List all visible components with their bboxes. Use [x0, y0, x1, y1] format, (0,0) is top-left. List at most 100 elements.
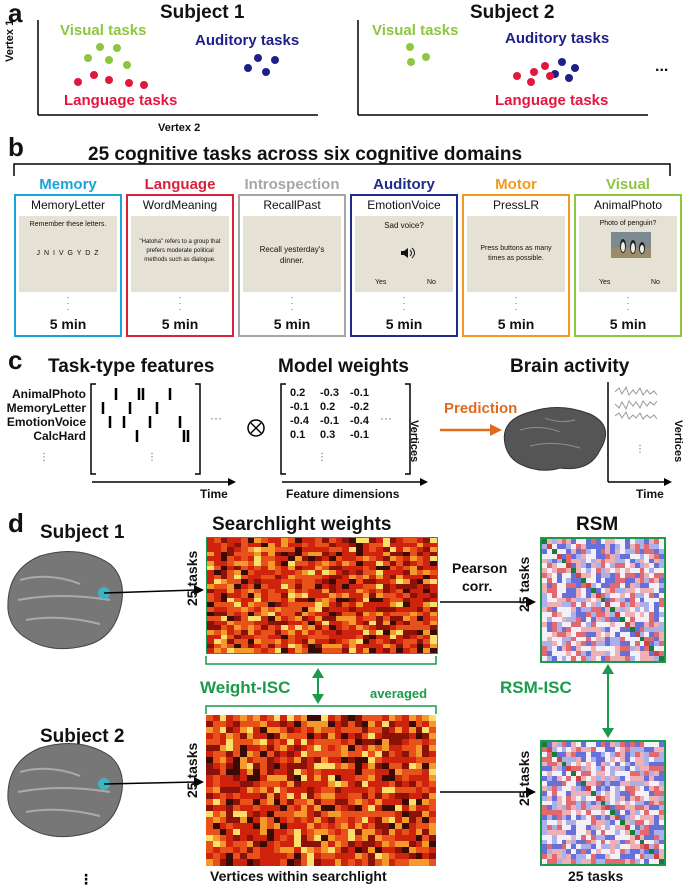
auditory-tasks-label-s1: Auditory tasks [195, 32, 300, 49]
tasks-label-rsm-top: 25 tasks [516, 556, 532, 612]
domain-visual: Visual [606, 176, 650, 193]
vertex2-axis-label: Vertex 2 [158, 122, 201, 134]
task-name: EmotionVoice [367, 198, 441, 212]
auditory-dots-s2 [551, 58, 579, 82]
ellipsis-subjects: ... [655, 58, 669, 75]
task-card-emotionvoice: EmotionVoice Sad voice? Yes No ··· 5 min [350, 194, 458, 337]
weights-title: Model weights [278, 356, 409, 377]
no-option: No [651, 279, 660, 286]
tasks-label-rsm-bottom: 25 tasks [516, 750, 532, 806]
language-dots-s2 [513, 62, 554, 86]
brain-subject2 [7, 743, 123, 838]
speaker-icon [401, 247, 415, 259]
searchlight-weights-heatmap-subject2 [206, 715, 437, 866]
task-screen: Recall yesterday's dinner. [243, 216, 341, 292]
scatter-axes-subject1 [37, 20, 648, 116]
auditory-tasks-label-s2: Auditory tasks [505, 30, 610, 47]
task-duration: 5 min [49, 316, 87, 332]
yes-option: Yes [599, 279, 611, 286]
yes-option: Yes [375, 279, 387, 286]
task-instruction: "Hatoha" refers to a group that prefers … [139, 239, 221, 263]
svg-text:···: ··· [210, 411, 222, 425]
visual-tasks-label-s2: Visual tasks [372, 22, 459, 39]
task-name: AnimalPhoto [593, 198, 663, 212]
brain-subject1 [7, 551, 123, 650]
svg-text:⋮: ⋮ [635, 444, 645, 455]
task-name: MemoryLetter [30, 198, 106, 212]
visual-dots-s2 [406, 43, 430, 66]
visual-tasks-label-s1: Visual tasks [60, 22, 147, 39]
weight-isc-label: Weight-ISC [200, 678, 291, 697]
task-letters: J N I V G Y D Z [36, 250, 100, 257]
task-instruction: Photo of penguin? [599, 220, 657, 227]
penguin-photo [611, 232, 651, 258]
brain-title: Brain activity [510, 356, 630, 377]
domain-language: Language [144, 176, 216, 193]
rsm-title: RSM [576, 514, 619, 535]
averaged-label: averaged [370, 686, 428, 701]
panel-d-graphics: ⋮ [7, 551, 614, 887]
task-name: PressLR [492, 198, 539, 212]
task-screen: Photo of penguin? Yes No [579, 216, 677, 292]
rsm-matrix-subject2 [540, 740, 666, 866]
task-duration: 5 min [497, 316, 535, 332]
svg-text:⋮: ⋮ [79, 871, 93, 887]
prediction-label: Prediction [444, 400, 518, 417]
task-label-3: CalcHard [33, 429, 86, 443]
panel-a-letter: a [8, 0, 23, 28]
feature-bars [101, 388, 190, 442]
subject1-title-a: Subject 1 [160, 2, 245, 23]
task-screen: Remember these letters. J N I V G Y D Z [19, 216, 117, 292]
tasks-label-top: 25 tasks [184, 550, 200, 606]
svg-text:⋮: ⋮ [39, 452, 49, 463]
panel-b-letter: b [8, 132, 24, 162]
panel-c-letter: c [8, 345, 23, 375]
searchlight-weights-heatmap-subject1 [206, 537, 438, 654]
corr-label: corr. [462, 578, 493, 594]
features-title: Task-type features [48, 356, 215, 377]
auditory-dots-s1 [244, 54, 279, 76]
searchlight-title: Searchlight weights [212, 514, 392, 535]
time-label-features: Time [200, 487, 228, 501]
time-label-brain: Time [636, 487, 664, 501]
task-label-1: MemoryLetter [6, 401, 86, 415]
pearson-label: Pearson [452, 560, 508, 576]
task-card-memoryletter: MemoryLetter Remember these letters. J N… [14, 194, 122, 337]
subject2-title-a: Subject 2 [470, 2, 555, 23]
panel-b-title: 25 cognitive tasks across six cognitive … [88, 144, 523, 165]
task-duration: 5 min [161, 316, 199, 332]
language-tasks-label-s2: Language tasks [495, 92, 609, 109]
vertices-label-brain: Vertices [672, 420, 684, 463]
task-label-0: AnimalPhoto [12, 387, 86, 401]
subject1-title-d: Subject 1 [40, 522, 125, 543]
domain-memory: Memory [39, 176, 97, 193]
domain-introspection: Introspection [244, 176, 340, 193]
no-option: No [427, 279, 436, 286]
task-label-2: EmotionVoice [6, 415, 86, 429]
vertices-label-weights: Vertices [408, 420, 420, 463]
task-duration: 5 min [609, 316, 647, 332]
tasks-label-bottom: 25 tasks [184, 742, 200, 798]
panel-b-bracket [13, 163, 671, 176]
svg-text:···: ··· [380, 411, 392, 425]
language-dots-s1 [74, 71, 148, 89]
svg-text:⋮: ⋮ [317, 452, 327, 463]
task-instruction: Remember these letters. [29, 221, 107, 228]
tasks-x-label: 25 tasks [568, 868, 624, 884]
task-screen: Press buttons as many times as possible. [467, 216, 565, 292]
task-name: WordMeaning [142, 198, 218, 212]
domain-auditory: Auditory [373, 176, 435, 193]
language-tasks-label-s1: Language tasks [64, 92, 178, 109]
task-screen: "Hatoha" refers to a group that prefers … [131, 216, 229, 292]
feature-dims-label: Feature dimensions [286, 487, 400, 501]
vertices-within-label: Vertices within searchlight [210, 868, 387, 884]
panel-c-graphics: ⋮ ⋮ ··· ⋮ ··· ⋮ [39, 382, 672, 486]
panel-d-letter: d [8, 508, 24, 538]
svg-text:⋮: ⋮ [147, 452, 157, 463]
task-screen: Sad voice? Yes No [355, 216, 453, 292]
task-instruction: Recall yesterday's dinner. [259, 245, 325, 265]
task-card-presslr: PressLR Press buttons as many times as p… [462, 194, 570, 337]
task-duration: 5 min [385, 316, 423, 332]
task-duration: 5 min [273, 316, 311, 332]
